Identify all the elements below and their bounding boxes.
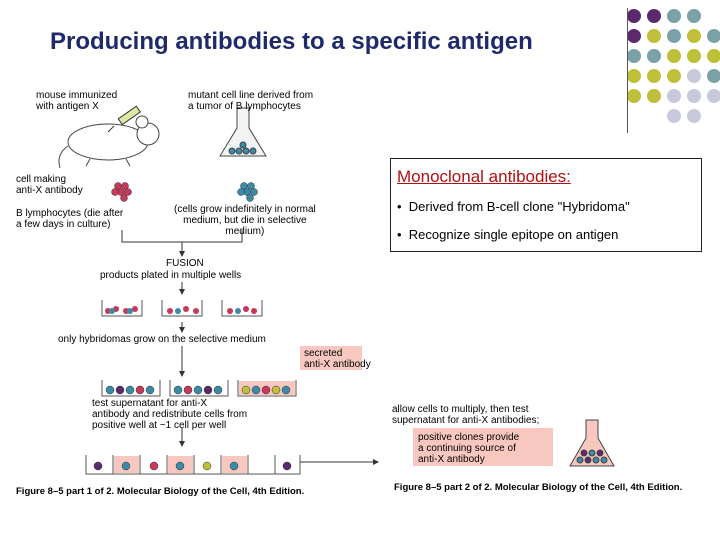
info-bullet-text: Recognize single epitope on antigen (408, 227, 619, 242)
deco-divider-line (627, 8, 628, 133)
deco-dot (687, 89, 701, 103)
deco-dot (667, 49, 681, 63)
deco-dot (647, 29, 661, 43)
grow-indefinitely-label: (cells grow indefinitely in normal mediu… (174, 204, 316, 237)
plate-row-1 (101, 300, 263, 317)
deco-dot (707, 89, 720, 103)
deco-dot (647, 49, 661, 63)
info-box-heading: Monoclonal antibodies: (397, 167, 571, 186)
hybridoma-label: only hybridomas grow on the selective me… (58, 334, 266, 345)
syringe-illustration (107, 105, 142, 133)
deco-dot (627, 69, 641, 83)
flask-tumor-cells (219, 107, 267, 157)
deco-dot (707, 69, 720, 83)
deco-dot (667, 89, 681, 103)
slide-title: Producing antibodies to a specific antig… (50, 28, 533, 55)
deco-dot (667, 29, 681, 43)
deco-dot (667, 9, 681, 23)
deco-dot (707, 49, 720, 63)
deco-dot (647, 69, 661, 83)
secreted-antibody-label: secreted anti-X antibody (304, 348, 371, 370)
figure-caption-right: Figure 8–5 part 2 of 2. Molecular Biolog… (394, 482, 683, 493)
deco-dot (627, 49, 641, 63)
deco-dot (707, 29, 720, 43)
plate-row-2 (101, 380, 297, 397)
deco-dot (647, 89, 661, 103)
b-lymphocytes-label: B lymphocytes (die after a few days in c… (16, 208, 124, 230)
multiply-label: allow cells to multiply, then test super… (392, 404, 540, 426)
plated-label: products plated in multiple wells (100, 270, 242, 281)
deco-dot (627, 9, 641, 23)
secreted-highlight (300, 346, 362, 370)
deco-dot (687, 69, 701, 83)
deco-dot (667, 69, 681, 83)
deco-dot (687, 49, 701, 63)
deco-dot (687, 29, 701, 43)
info-bullet-text: Derived from B-cell clone "Hybridoma" (408, 199, 630, 214)
figure-caption-left: Figure 8–5 part 1 of 2. Molecular Biolog… (16, 486, 305, 497)
clones-highlight (413, 428, 553, 466)
flask-positive-clones (569, 419, 615, 467)
positive-clones-label: positive clones provide a continuing sou… (418, 432, 520, 465)
deco-dot (687, 109, 701, 123)
deco-dot (647, 9, 661, 23)
deco-dot (627, 89, 641, 103)
info-bullet: • Recognize single epitope on antigen (397, 227, 619, 242)
deco-dot (627, 29, 641, 43)
antibody-cell-label: cell making anti-X antibody (16, 174, 83, 196)
fusion-label: FUSION (166, 258, 204, 269)
deco-dot (667, 109, 681, 123)
cell-line-label: mutant cell line derived from a tumor of… (188, 90, 314, 112)
test-supernatant-label: test supernatant for anti-X antibody and… (92, 398, 248, 431)
decorative-dot-grid (627, 9, 720, 123)
monoclonal-info-box: Monoclonal antibodies: • Derived from B-… (390, 158, 702, 252)
deco-dot (687, 9, 701, 23)
mouse-illustration (58, 115, 160, 169)
fusion-arrows (121, 230, 379, 465)
plate-row-3 (85, 455, 301, 475)
antibody-cell-cluster (111, 182, 132, 202)
tumor-cell-cluster (237, 182, 258, 202)
info-bullet: • Derived from B-cell clone "Hybridoma" (397, 199, 630, 214)
mouse-label: mouse immunized with antigen X (36, 90, 118, 112)
